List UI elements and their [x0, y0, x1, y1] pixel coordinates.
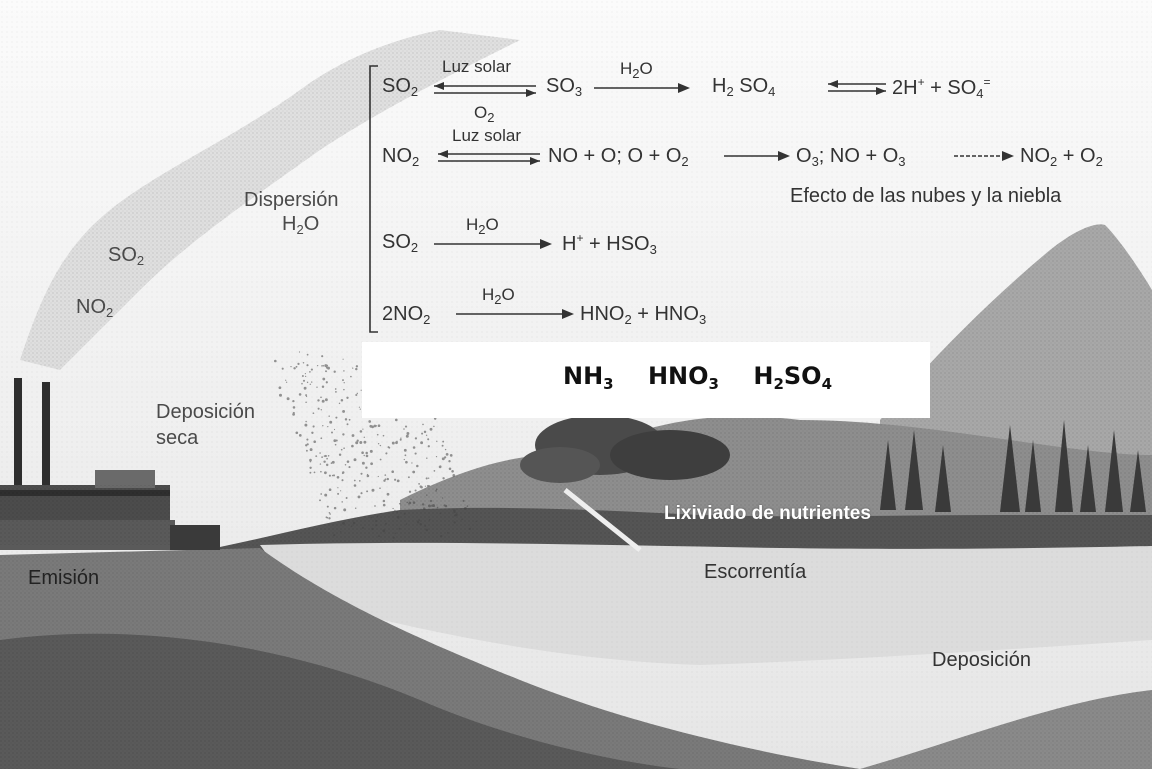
compound-nh3: NH3: [563, 362, 614, 393]
chimney-icon: [42, 382, 50, 488]
plume-no2-label: NO2: [76, 296, 114, 320]
tree-icon: [880, 420, 1146, 512]
r3-product: H+ + HSO3: [562, 231, 657, 257]
r1-reactant: SO2: [382, 75, 419, 99]
r3-reactant: SO2: [382, 231, 419, 255]
reaction-bracket: [369, 65, 378, 333]
r2-reactant: NO2: [382, 145, 420, 169]
tree-icon: [520, 415, 730, 483]
equilibrium-arrow-icon: [828, 80, 886, 95]
leaching-label: Lixiviado de nutrientes: [664, 503, 871, 524]
compound-hno3: HNO3: [647, 362, 719, 393]
cloud-effect-label: Efecto de las nubes y la niebla: [790, 185, 1062, 207]
dispersion-label: Dispersión: [244, 189, 339, 211]
r4-reactant: 2NO2: [382, 303, 431, 327]
factory-icon: [0, 378, 220, 550]
reaction-arrow-icon: [724, 151, 790, 161]
dry-deposition-label-2: seca: [156, 427, 199, 449]
r1-intermediate: SO3: [546, 75, 583, 99]
r2-products: NO + O; O + O2: [548, 145, 689, 169]
r3-arrow-top: H2O: [466, 215, 499, 237]
r1-arrow2-top: H2O: [620, 59, 653, 81]
plume-so2-label: SO2: [108, 244, 145, 268]
runoff-label: Escorrentía: [704, 561, 807, 583]
dispersion-h2o-label: H2O: [282, 213, 320, 237]
runoff-stream: [563, 488, 642, 552]
reaction-arrow-icon: [456, 309, 574, 319]
reaction-arrow-icon: [434, 239, 552, 249]
chimney-icon: [14, 378, 22, 488]
reaction-arrow-icon: [594, 83, 690, 93]
r4-arrow-top: H2O: [482, 285, 515, 307]
r2-final-product: NO2 + O2: [1020, 145, 1103, 169]
dry-deposition-label: Deposición: [156, 401, 255, 423]
r1-arrow1-top: Luz solar: [442, 57, 511, 76]
r1-product: H2 SO4: [712, 75, 776, 99]
deposition-label: Deposición: [932, 649, 1031, 671]
r2-ozone: O3; NO + O3: [796, 145, 906, 169]
emission-label: Emisión: [28, 567, 100, 589]
r1-ions: 2H+ + SO4=: [892, 75, 991, 101]
r4-product: HNO2 + HNO3: [580, 303, 707, 327]
compound-banner: [362, 342, 930, 418]
equilibrium-arrow-icon: [438, 150, 540, 165]
reaction-arrow-icon: [954, 151, 1014, 161]
compound-h2so4: H2SO4: [753, 362, 832, 393]
r1-arrow1-bottom: O2: [474, 103, 495, 125]
r2-arrow-top: Luz solar: [452, 126, 521, 145]
compound-list: NH3 HNO3 H2SO4: [563, 362, 832, 393]
equilibrium-arrow-icon: [434, 82, 536, 97]
dry-deposition-particles: [273, 351, 477, 539]
